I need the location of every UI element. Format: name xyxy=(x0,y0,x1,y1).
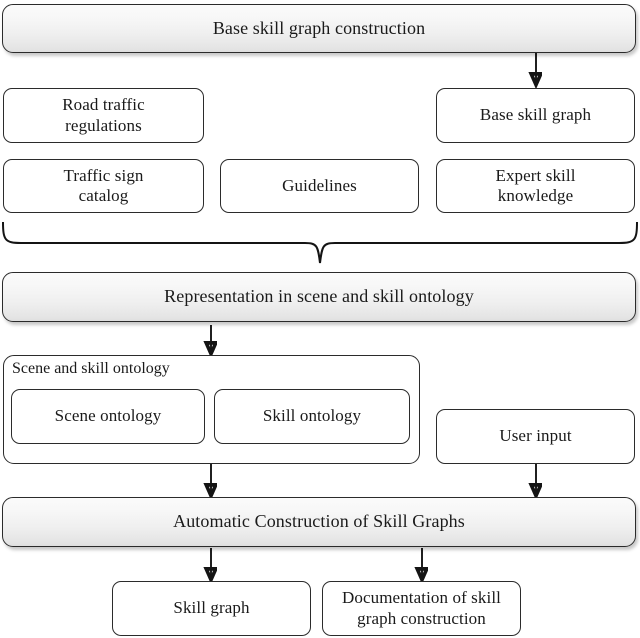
stage-representation-label: Representation in scene and skill ontolo… xyxy=(164,286,474,307)
node-skill-ontology[interactable]: Skill ontology xyxy=(214,389,410,444)
node-documentation-of-skill-graph-construction[interactable]: Documentation of skill graph constructio… xyxy=(322,581,521,636)
node-road-traffic-regulations-label: Road traffic regulations xyxy=(62,95,145,135)
node-user-input-label: User input xyxy=(499,426,572,446)
node-skill-graph-label: Skill graph xyxy=(173,598,250,618)
stage-representation-in-scene-and-skill-ontology[interactable]: Representation in scene and skill ontolo… xyxy=(2,272,636,322)
node-base-skill-graph[interactable]: Base skill graph xyxy=(436,88,635,143)
node-scene-ontology[interactable]: Scene ontology xyxy=(11,389,205,444)
node-expert-skill-knowledge[interactable]: Expert skill knowledge xyxy=(436,159,635,213)
node-user-input[interactable]: User input xyxy=(436,409,635,464)
stage-base-skill-graph-construction-label: Base skill graph construction xyxy=(212,17,426,38)
node-traffic-sign-catalog[interactable]: Traffic sign catalog xyxy=(3,159,204,213)
node-road-traffic-regulations[interactable]: Road traffic regulations xyxy=(3,88,204,143)
node-expert-skill-knowledge-label: Expert skill knowledge xyxy=(495,165,576,205)
stage-base-skill-graph-construction[interactable]: Base skill graph construction xyxy=(2,4,636,53)
edge-sources-brace xyxy=(2,221,638,264)
node-guidelines[interactable]: Guidelines xyxy=(220,159,419,213)
stage-automatic-construction-of-skill-graphs[interactable]: Automatic Construction of Skill Graphs xyxy=(2,497,636,547)
node-documentation-label: Documentation of skill graph constructio… xyxy=(342,588,501,628)
group-scene-and-skill-ontology-title: Scene and skill ontology xyxy=(12,360,170,377)
node-skill-ontology-label: Skill ontology xyxy=(262,406,362,426)
stage-automatic-construction-label: Automatic Construction of Skill Graphs xyxy=(173,511,465,532)
node-scene-ontology-label: Scene ontology xyxy=(54,406,162,426)
node-traffic-sign-catalog-label: Traffic sign catalog xyxy=(63,165,144,205)
node-base-skill-graph-label: Base skill graph xyxy=(479,105,592,125)
node-guidelines-label: Guidelines xyxy=(282,175,357,195)
node-skill-graph[interactable]: Skill graph xyxy=(112,581,311,636)
